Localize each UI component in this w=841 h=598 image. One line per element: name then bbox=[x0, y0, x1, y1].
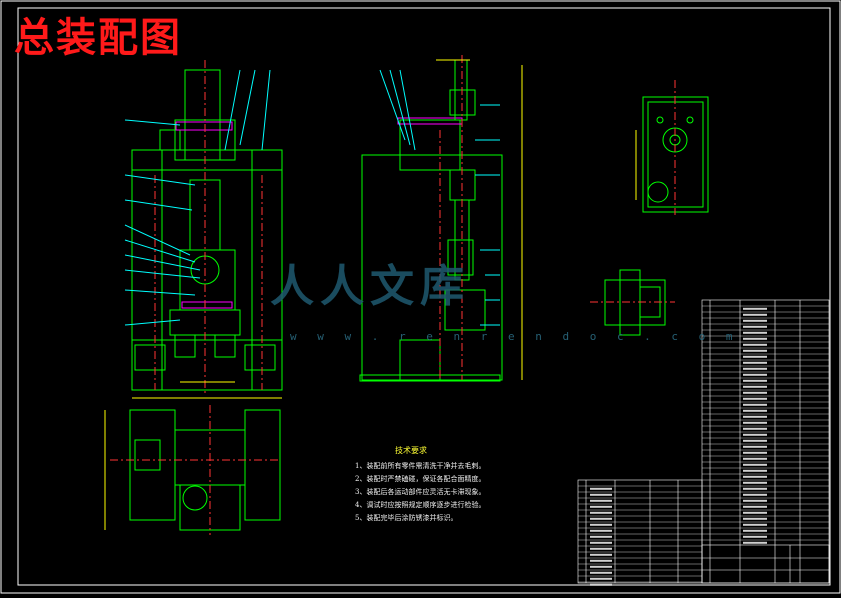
notes-heading: 技术要求 bbox=[395, 446, 427, 455]
watermark-url: w w w . r e n r e n d o c . c o m bbox=[290, 330, 740, 343]
note-item: 4、调试时应按照规定顺序逐步进行检验。 bbox=[355, 501, 486, 509]
parts-list-entry-mark bbox=[743, 391, 767, 394]
note-item: 2、装配时严禁磕碰，保证各配合面精度。 bbox=[355, 475, 486, 483]
parts-list-entry-mark bbox=[743, 487, 767, 490]
notes-list: 1、装配前所有零件需清洗干净并去毛刺。 2、装配时严禁磕碰，保证各配合面精度。 … bbox=[355, 460, 485, 525]
parts-list-entry-mark bbox=[590, 529, 612, 532]
note-item: 5、装配完毕后涂防锈漆并标识。 bbox=[355, 514, 458, 522]
parts-list-entry-mark bbox=[743, 385, 767, 388]
parts-list-entry-mark bbox=[743, 349, 767, 352]
parts-list-entry-mark bbox=[743, 361, 767, 364]
technical-notes: 技术要求 1、装配前所有零件需清洗干净并去毛刺。 2、装配时严禁磕碰，保证各配合… bbox=[355, 446, 485, 525]
parts-list-entry-mark bbox=[743, 415, 767, 418]
parts-list-entry-mark bbox=[590, 499, 612, 502]
note-item: 3、装配后各运动部件应灵活无卡滞现象。 bbox=[355, 488, 486, 496]
parts-list-entry-mark bbox=[743, 451, 767, 454]
parts-list-entry-mark bbox=[743, 529, 767, 532]
parts-list-entry-mark bbox=[743, 367, 767, 370]
parts-list-entry-mark bbox=[590, 493, 612, 496]
parts-list-entry-mark bbox=[743, 445, 767, 448]
parts-list-entry-mark bbox=[743, 325, 767, 328]
parts-list-entries bbox=[590, 307, 767, 586]
parts-list-entry-mark bbox=[590, 505, 612, 508]
parts-list-entry-mark bbox=[743, 505, 767, 508]
parts-list-entry-mark bbox=[743, 523, 767, 526]
front-view bbox=[124, 60, 283, 399]
drawing-frame bbox=[17, 7, 831, 586]
parts-list-entry-mark bbox=[743, 319, 767, 322]
parts-list-entry-mark bbox=[743, 433, 767, 436]
parts-list-entry-mark bbox=[743, 373, 767, 376]
parts-list-entry-mark bbox=[743, 439, 767, 442]
side-view bbox=[359, 55, 523, 382]
parts-list-entry-mark bbox=[743, 541, 767, 544]
parts-list-entry-mark bbox=[590, 511, 612, 514]
parts-list-entry-mark bbox=[743, 409, 767, 412]
parts-list-entry-mark bbox=[590, 553, 612, 556]
parts-list-entry-mark bbox=[743, 379, 767, 382]
parts-list-entry-mark bbox=[743, 403, 767, 406]
parts-list-entry-mark bbox=[743, 337, 767, 340]
parts-list-entry-mark bbox=[590, 487, 612, 490]
parts-list-entry-mark bbox=[743, 535, 767, 538]
parts-list-entry-mark bbox=[590, 583, 612, 586]
parts-list-entry-mark bbox=[743, 313, 767, 316]
parts-list-entry-mark bbox=[743, 343, 767, 346]
small-detail-view bbox=[590, 269, 675, 336]
parts-list-entry-mark bbox=[743, 499, 767, 502]
parts-list-entry-mark bbox=[590, 559, 612, 562]
plan-view bbox=[104, 405, 281, 535]
title-block bbox=[701, 544, 830, 584]
parts-list bbox=[577, 299, 830, 584]
top-detail-view bbox=[635, 80, 709, 215]
parts-list-entry-mark bbox=[743, 421, 767, 424]
parts-list-entry-mark bbox=[743, 457, 767, 460]
parts-list-entry-mark bbox=[590, 547, 612, 550]
parts-list-entry-mark bbox=[743, 517, 767, 520]
parts-list-entry-mark bbox=[743, 355, 767, 358]
parts-list-entry-mark bbox=[743, 469, 767, 472]
drawing-title: 总装配图 bbox=[14, 14, 182, 61]
watermark-text: 人人文库 bbox=[270, 261, 470, 312]
parts-list-entry-mark bbox=[590, 577, 612, 580]
parts-list-entry-mark bbox=[590, 523, 612, 526]
parts-list-entry-mark bbox=[590, 517, 612, 520]
parts-list-entry-mark bbox=[743, 481, 767, 484]
parts-list-entry-mark bbox=[743, 463, 767, 466]
parts-list-entry-mark bbox=[743, 397, 767, 400]
parts-list-entry-mark bbox=[743, 307, 767, 310]
parts-list-entry-mark bbox=[743, 511, 767, 514]
parts-list-entry-mark bbox=[590, 565, 612, 568]
parts-list-entry-mark bbox=[590, 541, 612, 544]
parts-list-entry-mark bbox=[590, 571, 612, 574]
parts-list-rows bbox=[578, 305, 829, 583]
parts-list-entry-mark bbox=[590, 535, 612, 538]
parts-list-entry-mark bbox=[743, 493, 767, 496]
note-item: 1、装配前所有零件需清洗干净并去毛刺。 bbox=[355, 462, 486, 470]
parts-list-entry-mark bbox=[743, 331, 767, 334]
parts-list-entry-mark bbox=[743, 475, 767, 478]
parts-list-entry-mark bbox=[743, 427, 767, 430]
